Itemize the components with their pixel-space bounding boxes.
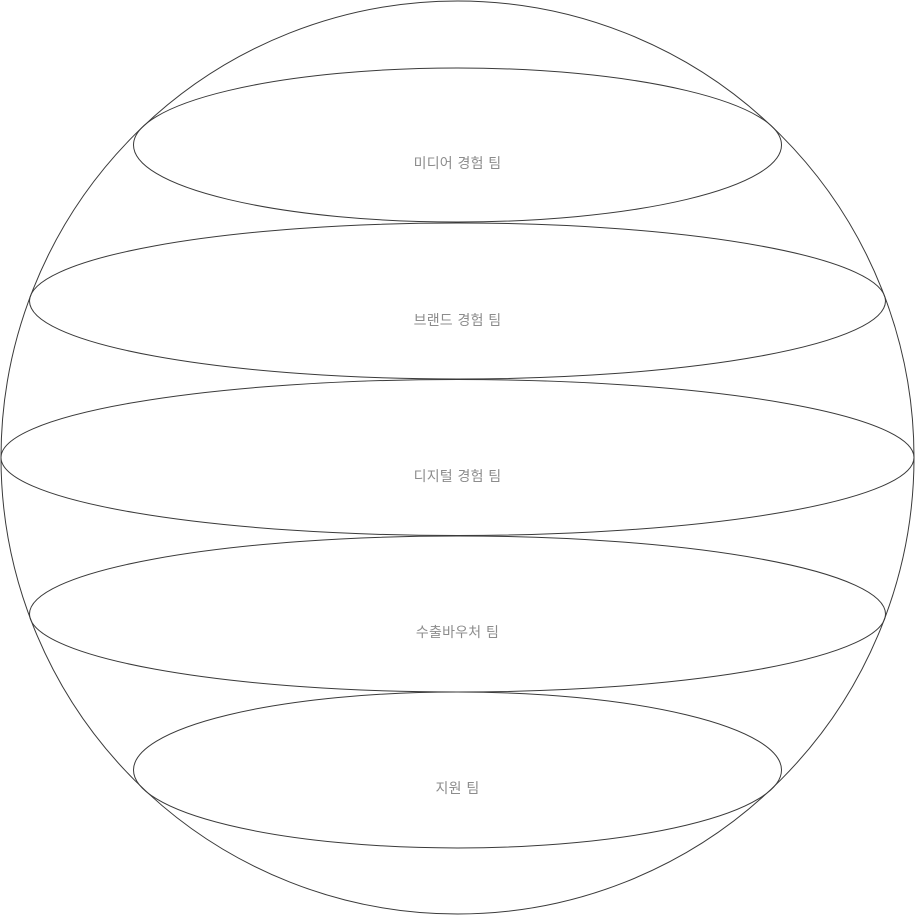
team-band-ellipse-media <box>133 67 782 223</box>
team-label-brand-experience: 브랜드 경험 팀 <box>413 313 502 329</box>
team-label-support: 지원 팀 <box>435 781 480 797</box>
team-label-export-voucher: 수출바우처 팀 <box>415 625 500 641</box>
team-label-media-experience: 미디어 경험 팀 <box>413 156 502 172</box>
team-band-ellipse-brand <box>29 222 886 380</box>
team-band-ellipse-export <box>29 535 886 693</box>
team-band-ellipse-support <box>133 691 782 849</box>
team-band-ellipse-digital <box>0 379 915 536</box>
team-label-digital-experience: 디지털 경험 팀 <box>413 469 502 485</box>
